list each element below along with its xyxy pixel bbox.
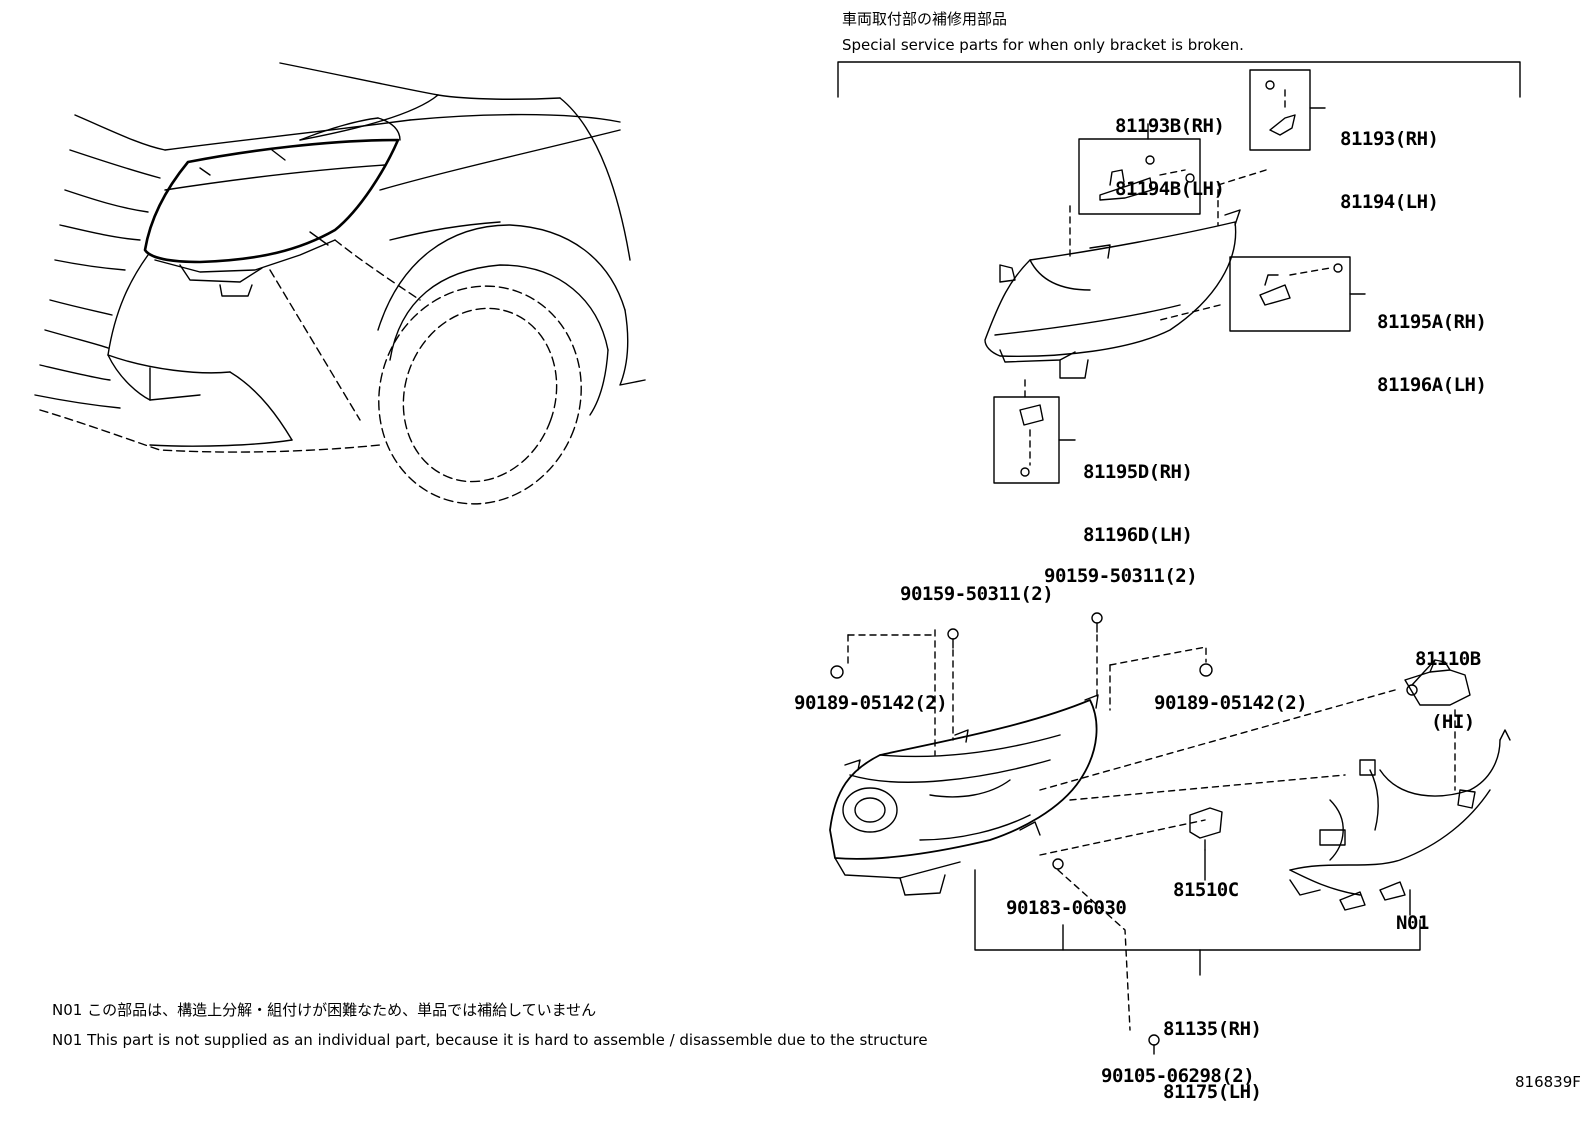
part-label-81510C: 81510C	[1173, 879, 1239, 901]
vehicle-front-drawing	[34, 62, 646, 505]
part-label-90189-right: 90189-05142(2)	[1154, 692, 1308, 714]
part-number-rh: 81195A(RH)	[1377, 311, 1487, 333]
part-number-lh: 81196D(LH)	[1083, 524, 1193, 546]
part-label-81195A: 81195A(RH) 81196A(LH)	[1377, 270, 1487, 417]
part-number: 81110B	[1415, 648, 1481, 670]
part-number-lh: 81194(LH)	[1340, 191, 1439, 213]
part-variant: (HI)	[1430, 711, 1475, 733]
header-title-jp: 車両取付部の補修用部品	[842, 10, 1008, 28]
part-label-N01: N01	[1396, 912, 1429, 934]
part-number-rh: 81135(RH)	[1163, 1018, 1262, 1040]
part-label-90159-left: 90159-50311(2)	[900, 583, 1054, 605]
part-number-rh: 81193(RH)	[1340, 128, 1439, 150]
part-label-90105: 90105-06298(2)	[1101, 1065, 1255, 1087]
note-en: N01 This part is not supplied as an indi…	[52, 1031, 928, 1049]
part-number-lh: 81194B(LH)	[1115, 178, 1225, 200]
part-label-90183: 90183-06030	[1006, 897, 1127, 919]
part-label-90189-left: 90189-05142(2)	[794, 692, 948, 714]
part-label-81193: 81193(RH) 81194(LH)	[1340, 87, 1439, 234]
part-number-lh: 81196A(LH)	[1377, 374, 1487, 396]
diagram-artwork	[34, 61, 1521, 1055]
headlamp-assembly-drawing	[829, 612, 1511, 1055]
part-number-rh: 81193B(RH)	[1115, 115, 1225, 137]
header-title-en: Special service parts for when only brac…	[842, 36, 1244, 54]
part-label-81110B: 81110B (HI)	[1415, 607, 1481, 754]
part-number-lh: 81175(LH)	[1163, 1081, 1262, 1103]
part-label-81135: 81135(RH) 81175(LH)	[1163, 977, 1262, 1124]
part-label-81195D: 81195D(RH) 81196D(LH)	[1083, 420, 1193, 567]
part-number-rh: 81195D(RH)	[1083, 461, 1193, 483]
part-label-90159-right: 90159-50311(2)	[1044, 565, 1198, 587]
part-label-81193B: 81193B(RH) 81194B(LH)	[1115, 74, 1225, 221]
bracket-assembly-drawing	[837, 61, 1521, 484]
figure-id: 816839F	[1515, 1073, 1581, 1091]
note-jp: N01 この部品は、構造上分解・組付けが困難なため、単品では補給していません	[52, 1001, 597, 1019]
